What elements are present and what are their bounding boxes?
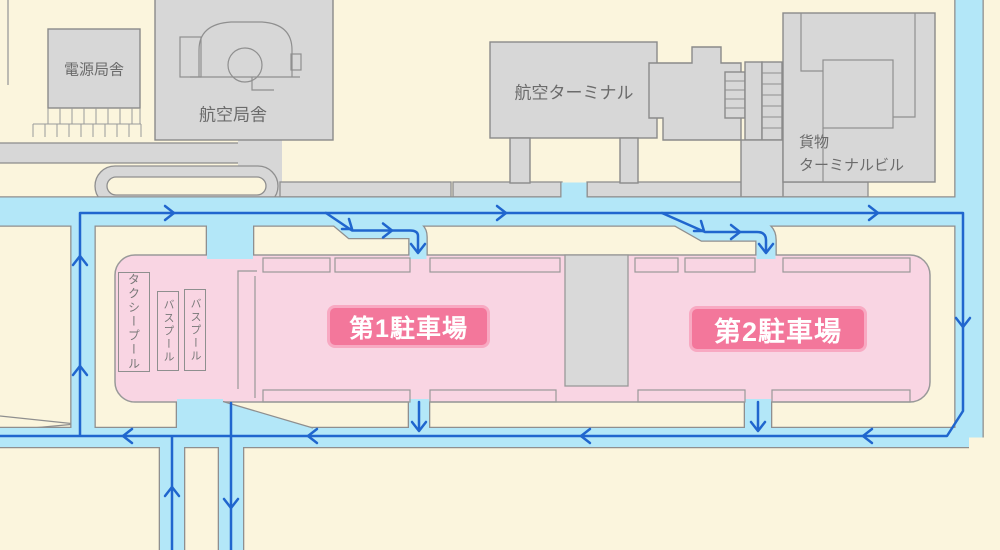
arrow-down-icon [409,242,427,255]
pool-divider-line-1 [237,270,257,389]
curb-strip-3 [586,181,746,198]
arrow-left-icon [861,427,874,445]
arrowheads [71,204,972,510]
gray-service-roads [0,0,869,432]
arrow-diagonal-icon [692,219,706,233]
arrow-left-icon [306,427,319,445]
arrow-up-icon [71,254,89,267]
arrow-right-icon [495,204,508,222]
curb-strip-4 [781,181,869,198]
bus-pool-label-1: バスプール [157,291,179,371]
traffic-routes [0,204,972,550]
buildings [32,0,936,198]
building-label-power-station: 電源局舎 [63,61,125,79]
building-label-cargo-terminal: 貨物 ターミナルビル [799,131,904,178]
parking-structures [237,254,911,403]
arrow-right-icon [729,223,742,241]
arrow-down-icon [757,242,775,255]
gray-road-west [0,142,241,164]
parking-stall-grid [32,108,142,137]
connector-column-lower [740,139,784,198]
curb-strip-1 [279,181,452,198]
route-ring [0,211,965,438]
power-station-building [47,28,141,109]
terminal-leg-east [619,137,639,184]
route-lot2-in [660,211,768,253]
lot2-label-box: 第2駐車場 [689,306,867,352]
arrow-up-icon [163,485,181,498]
arrow-left-icon [579,427,592,445]
arrow-diagonal-icon [340,217,354,231]
aviation-bureau-footprint [179,21,302,91]
terminal-leg-west [509,137,531,184]
arrow-right-icon [867,204,880,222]
arrow-right-icon [381,222,394,239]
aviation-bureau-building [154,0,334,141]
cargo-terminal-building [782,12,936,183]
lot1-label-box: 第1駐車場 [327,305,490,348]
exit-merge-edge [222,400,314,429]
walkway-ladder-1 [724,71,746,119]
connector-column-upper [744,61,763,141]
bus-pool-label-2: バスプール [184,289,206,371]
cargo-terminal-footprint [800,13,916,182]
cargo-label-line2: ターミナルビル [799,157,905,175]
arrow-right-icon [163,204,176,222]
arrow-left-icon [121,427,134,445]
building-label-terminal: 航空ターミナル [514,83,634,103]
route-lot1-in [324,211,420,253]
terminal-building [489,41,658,139]
arrow-down-icon [222,497,240,510]
arrow-up-icon [71,364,89,377]
curb-strip-2 [452,181,563,198]
arrow-down-icon [410,420,428,433]
center-walkway-block [564,254,629,387]
building-label-aviation-bureau: 航空局舎 [199,105,267,125]
arrow-down-icon [954,316,972,329]
taxi-pool-label: タクシープール [118,272,150,372]
arrow-down-icon [749,420,767,433]
cargo-label-line1: 貨物 [799,134,830,151]
loop-road-island [106,176,267,196]
